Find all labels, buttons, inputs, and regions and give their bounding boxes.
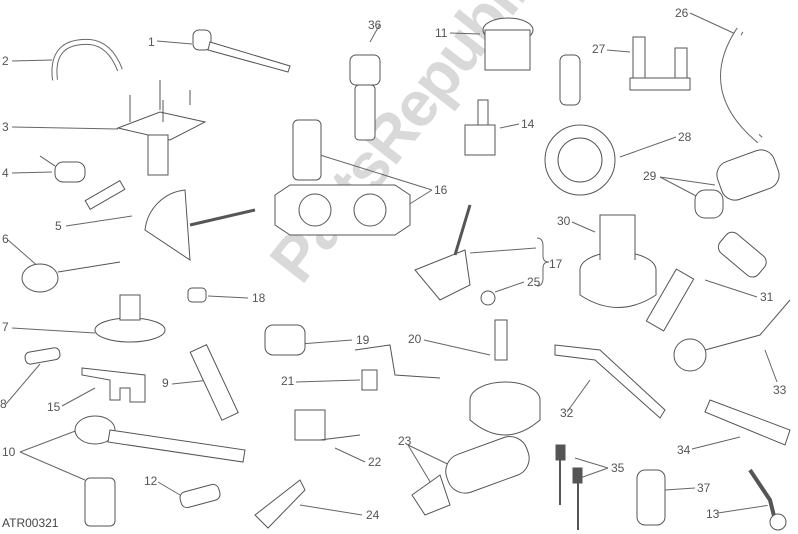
callout-24: 24 (366, 508, 380, 522)
callout-18: 18 (252, 291, 266, 305)
callout-2: 2 (2, 54, 9, 68)
callout-10: 10 (2, 445, 16, 459)
callout-14: 14 (521, 117, 535, 131)
callout-37: 37 (697, 481, 711, 495)
callout-7: 7 (2, 320, 9, 334)
callout-33: 33 (773, 383, 787, 397)
callout-34: 34 (677, 443, 691, 457)
callout-20: 20 (408, 332, 422, 346)
callout-15: 15 (47, 400, 61, 414)
callout-17: 17 (549, 257, 563, 271)
callout-3: 3 (2, 120, 9, 134)
diagram-code: ATR00321 (2, 516, 59, 530)
callout-35: 35 (611, 461, 625, 475)
leader-lines (5, 12, 778, 516)
callout-27: 27 (592, 42, 606, 56)
callout-16: 16 (434, 183, 448, 197)
callout-21: 21 (281, 374, 295, 388)
callout-12: 12 (144, 474, 158, 488)
callout-5: 5 (55, 219, 62, 233)
callout-1: 1 (148, 35, 155, 49)
callout-30: 30 (557, 214, 571, 228)
callout-19: 19 (356, 333, 370, 347)
callout-11: 11 (435, 26, 448, 40)
callout-22: 22 (368, 455, 382, 469)
callout-32: 32 (560, 406, 574, 420)
tool-shapes (21, 17, 791, 531)
callout-9: 9 (162, 376, 169, 390)
callout-23: 23 (398, 434, 412, 448)
callout-26: 26 (675, 6, 689, 20)
callout-28: 28 (678, 130, 692, 144)
callout-6: 6 (2, 232, 9, 246)
callout-8: 8 (0, 397, 7, 411)
callout-29: 29 (643, 169, 657, 183)
callout-31: 31 (760, 290, 774, 304)
callout-36: 36 (368, 18, 382, 32)
callout-25: 25 (527, 275, 541, 289)
callout-4: 4 (2, 166, 9, 180)
callout-13: 13 (706, 507, 720, 521)
